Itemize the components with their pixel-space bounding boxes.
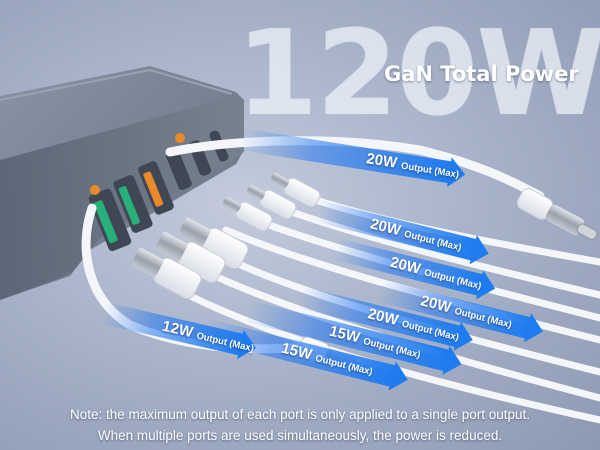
port-wattage: 20W [418, 292, 453, 317]
port-wattage: 20W [365, 305, 401, 330]
headline-wattage: 120W [236, 4, 600, 142]
headline-subtitle: GaN Total Power [384, 62, 579, 86]
port-wattage: 12W [160, 317, 195, 342]
port-wattage: 15W [279, 339, 314, 364]
port-wattage: 20W [365, 150, 399, 172]
port-wattage: 15W [327, 322, 362, 347]
usb-a-plugs [131, 217, 249, 300]
disclaimer-line-2: When multiple ports are used simultaneou… [97, 428, 503, 443]
usb-a-port-green [94, 200, 118, 244]
disclaimer-line-1: Note: the maximum output of each port is… [69, 407, 530, 422]
usb-a-port-orange [143, 171, 164, 207]
port-wattage: 20W [388, 253, 423, 278]
usb-c-plugs [222, 173, 598, 240]
port-wattage: 20W [368, 215, 403, 240]
usb-a-port-green [118, 186, 140, 225]
